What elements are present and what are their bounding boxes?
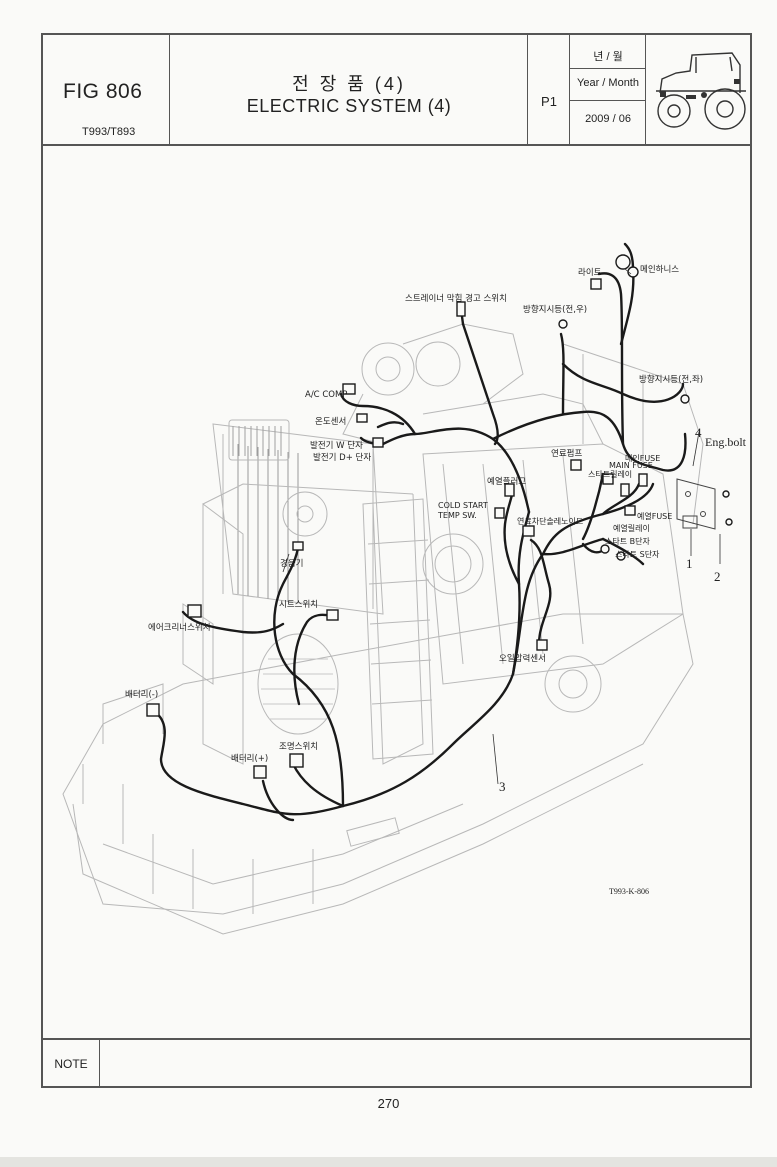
label-start-s: 스타트 S단자 [615,549,660,559]
title-cell: 전 장 품 (4) ELECTRIC SYSTEM (4) [170,35,528,144]
figure-number: FIG 806 [63,80,143,103]
label-horn: 경음기 [280,558,303,569]
page-frame: FIG 806 T993/T893 전 장 품 (4) ELECTRIC SYS… [41,33,752,1088]
label-eng-bolt: Eng.bolt [705,435,747,449]
connectors [146,254,733,779]
callout-2: 2 [714,569,721,584]
strainer-switch-connector [456,301,466,317]
title-english: ELECTRIC SYSTEM (4) [246,96,452,116]
revision-date: 2009 / 06 [585,113,631,125]
label-main-fuse: MAIN FUSE [609,461,653,470]
main-harness-connector-2 [627,266,639,278]
label-alternator-d: 발전기 D+ 단자 [313,452,371,463]
callout-1: 1 [686,556,693,571]
alternator-connector [372,437,384,448]
label-glow-plug: 예열플러그 [487,476,526,487]
title-korean: 전 장 품 (4) [292,74,406,94]
label-alternator-w: 발전기 W 단자 [310,440,363,451]
preheat-relay-connector [624,505,636,516]
tractor-thumbnail-icon [656,52,746,130]
oil-pressure-connector [536,639,548,651]
seat-switch-connector [326,609,339,621]
label-fuel-cut-solenoid: 연료차단솔레노이드 [517,516,583,526]
year-month-label: Year / Month [577,77,639,89]
label-main-harness: 메인하니스 [640,264,679,275]
preheat-fuse-connector [638,473,648,487]
label-start-relay: 스타트릴레이 [588,469,632,479]
electric-system-diagram: 라이트 메인하니스 스트레이너 막힘 경고 스위치 방향지시등(전,우) 방향지… [62,242,747,935]
label-turn-signal-front: 방향지시등(전,좌) [639,374,703,385]
main-harness-connector [615,254,631,270]
horn-connector [292,541,304,551]
ac-comp-connector [342,383,356,395]
label-ac-comp: A/C COMP [305,390,347,400]
main-fuse-connector [620,483,630,497]
label-fuel-pump: 연료펌프 [551,448,582,459]
label-preheat-relay: 예열릴레이 [613,523,650,533]
start-b-terminal [600,544,610,554]
turn-signal-front-connector [680,394,690,404]
label-battery-pos: 배터리(+) [231,754,268,764]
label-preheat-fuse: 예열FUSE [637,511,672,521]
title-block: FIG 806 T993/T893 전 장 품 (4) ELECTRIC SYS… [43,35,750,146]
battery-neg-connector [146,703,160,717]
label-temp-sensor: 온도센서 [315,416,346,427]
diagram-labels: 라이트 메인하니스 스트레이너 막힘 경고 스위치 방향지시등(전,우) 방향지… [125,264,747,896]
label-light: 라이트 [578,267,602,278]
cold-start-connector [494,507,505,519]
label-oil-pressure-sensor: 오일압력센서 [499,653,546,664]
fuel-cut-connector [522,525,535,537]
glow-plug-connector [504,483,515,497]
air-cleaner-connector [187,604,202,618]
leader-lines [282,268,721,785]
note-row: NOTE [43,1038,750,1088]
label-air-cleaner-switch: 에어크리너스위치 [148,622,211,633]
label-cold-start: COLD START [438,501,488,510]
start-s-terminal [616,551,626,561]
eng-bolt-washer [725,518,733,526]
page-code: P1 [541,94,557,109]
drawing-code: T993-K-806 [609,887,649,896]
eng-bolt-nut [722,490,730,498]
label-strainer-switch: 스트레이너 막힘 경고 스위치 [405,293,507,304]
light-switch-connector [289,753,304,768]
callout-numbers: 1 2 3 4 [499,425,721,794]
turn-signal-rear-connector [558,319,568,329]
callout-4: 4 [695,425,702,440]
date-cell: 년 / 월 Year / Month 2009 / 06 [570,35,646,144]
label-turn-signal-rear: 방향지시등(전,우) [523,304,587,315]
page-code-cell: P1 [528,35,570,144]
callout-3: 3 [499,779,506,794]
light-connector [590,278,602,290]
fig-cell: FIG 806 T993/T893 [43,35,170,144]
battery-pos-connector [253,765,267,779]
tractor-thumbnail-cell [646,35,750,144]
start-relay-connector [602,473,614,485]
label-cold-start-temp-sw: TEMP SW. [437,511,477,520]
scan-edge [0,1157,777,1167]
label-main-fuse-korean: 메인FUSE [625,453,660,463]
page-number: 270 [377,1096,400,1111]
label-light-switch: 조명스위치 [279,741,318,752]
label-start-b: 스타트 B단자 [605,536,650,546]
label-seat-switch: 시트스위치 [279,600,318,610]
year-month-label-korean: 년 / 월 [593,51,623,63]
wiring-harness [153,242,687,822]
model-number: T993/T893 [82,126,136,138]
note-label: NOTE [43,1040,100,1088]
fuel-pump-connector [570,459,582,471]
temp-sensor-connector [356,413,368,423]
label-battery-neg: 배터리(-) [125,690,158,700]
